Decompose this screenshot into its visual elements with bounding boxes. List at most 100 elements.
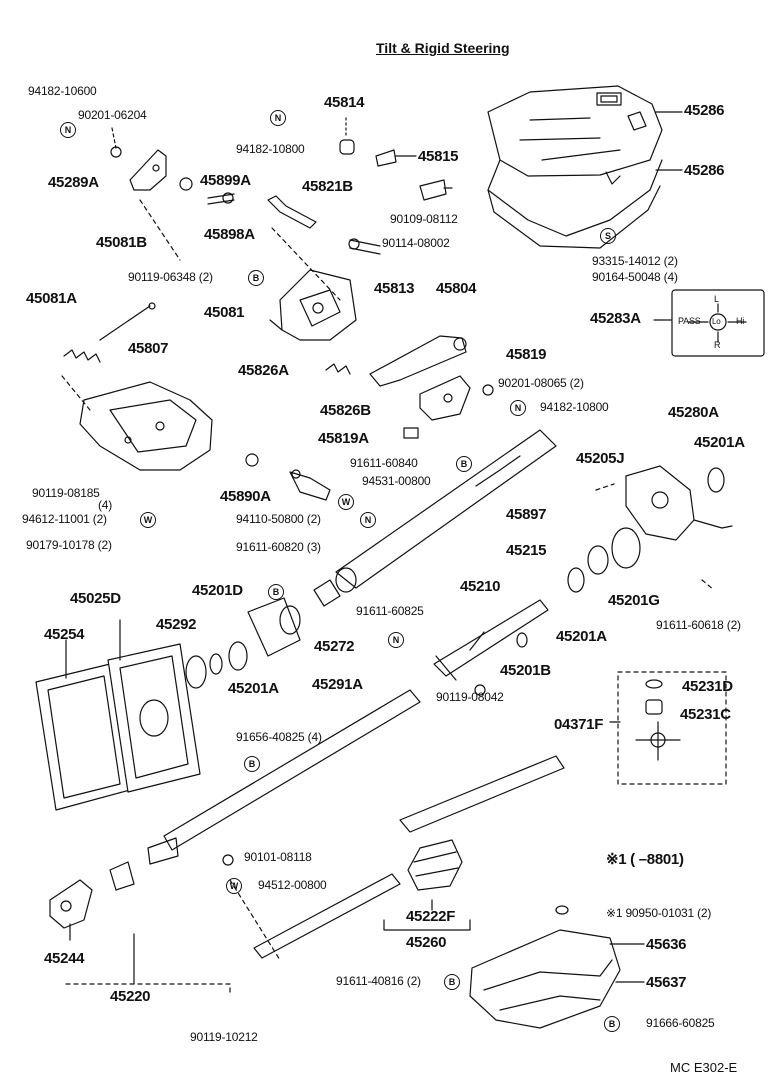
switch-hi-label: Hi <box>736 316 745 326</box>
label-45819: 45819 <box>506 346 547 363</box>
label-45807: 45807 <box>128 340 169 357</box>
label-91611-60820: 91611-60820 (3) <box>236 540 321 554</box>
label-45899A: 45899A <box>200 172 251 189</box>
label-45081A: 45081A <box>26 290 77 307</box>
label-04371F: 04371F <box>554 716 604 733</box>
label-45283A: 45283A <box>590 310 641 327</box>
switch-lo-label: Lo <box>712 317 721 326</box>
label-90119-08185: 90119-08185 <box>32 486 100 500</box>
label-45215: 45215 <box>506 542 547 559</box>
label-94182-10800-b: 94182-10800 <box>540 400 609 414</box>
label-45813: 45813 <box>374 280 415 297</box>
label-91611-60618: 91611-60618 (2) <box>656 618 741 632</box>
label-45201A-low: 45201A <box>228 680 279 697</box>
bolt-90114-08002 <box>348 238 381 255</box>
bushing-45814 <box>339 139 355 155</box>
label-45897: 45897 <box>506 506 547 523</box>
fitting-45231D <box>645 679 663 689</box>
diagram-code: MC E302-E <box>670 1060 738 1075</box>
label-45819A: 45819A <box>318 430 369 447</box>
label-90179-10178: 90179-10178 (2) <box>26 538 112 552</box>
link-45815 <box>375 149 397 167</box>
label-94182-10800: 94182-10800 <box>236 142 305 156</box>
badge-s: S <box>600 228 616 244</box>
switch-l-label: L <box>714 294 719 304</box>
label-45286-lower: 45286 <box>684 162 725 179</box>
main-shaft-45220 <box>163 689 421 851</box>
badge-w: W <box>338 494 354 510</box>
column-cover-upper <box>487 85 663 249</box>
column-cover-lower <box>469 929 621 1029</box>
label-45254: 45254 <box>44 626 85 643</box>
clip-45272 <box>313 579 341 607</box>
label-91611-60840: 91611-60840 <box>350 456 418 470</box>
lock-housing-45280A <box>625 465 733 541</box>
badge-n: N <box>510 400 526 416</box>
leader-45286 <box>655 111 683 171</box>
boot-45222F <box>407 839 463 891</box>
label-45289A: 45289A <box>48 174 99 191</box>
shaft-45260 <box>253 755 565 959</box>
bracket-45821B <box>267 195 317 229</box>
label-90109-08112: 90109-08112 <box>390 212 458 226</box>
bearing-45201A-mid <box>567 567 585 593</box>
spider-04371F <box>635 721 681 761</box>
column-housing-45807 <box>79 381 213 471</box>
spring-45201G <box>611 527 641 569</box>
label-45201A-mid: 45201A <box>556 628 607 645</box>
label-45636: 45636 <box>646 936 687 953</box>
dimmer-switch-panel <box>671 289 765 357</box>
label-93315-14012: 93315-14012 (2) <box>592 254 678 268</box>
label-45890A: 45890A <box>220 488 271 505</box>
label-90119-08042: 90119-08042 <box>436 690 504 704</box>
fitting-45231C <box>645 699 663 715</box>
badge-b: B <box>444 974 460 990</box>
label-90201-06204: 90201-06204 <box>78 108 147 122</box>
note-range: ※1 ( –8801) <box>606 851 684 868</box>
boot-45025D <box>107 643 201 793</box>
clip-45289A <box>129 149 167 191</box>
badge-w: W <box>226 878 242 894</box>
label-90201-08065: 90201-08065 (2) <box>498 376 584 390</box>
label-45286-upper: 45286 <box>684 102 725 119</box>
label-45292: 45292 <box>156 616 197 633</box>
pawl-45819 <box>419 375 471 421</box>
label-45814: 45814 <box>324 94 365 111</box>
label-45280A: 45280A <box>668 404 719 421</box>
leader-lower-cover <box>609 943 645 983</box>
bearing-45201A-low <box>228 641 248 671</box>
label-45826A: 45826A <box>238 362 289 379</box>
label-45260: 45260 <box>406 934 447 951</box>
yoke-piece <box>109 861 135 891</box>
label-91666-60825: 91666-60825 <box>646 1016 715 1030</box>
label-45898A: 45898A <box>204 226 255 243</box>
yoke-end <box>147 837 179 865</box>
label-94182-10600: 94182-10600 <box>28 84 97 98</box>
label-45220: 45220 <box>110 988 151 1005</box>
label-45231C: 45231C <box>680 706 731 723</box>
column-tube-45205J <box>335 429 557 593</box>
badge-n: N <box>360 512 376 528</box>
collar-45819A <box>403 427 419 439</box>
badge-b: B <box>268 584 284 600</box>
badge-n: N <box>388 632 404 648</box>
plug-90950-01031 <box>555 905 569 915</box>
label-45821B: 45821B <box>302 178 353 195</box>
label-94110-50800: 94110-50800 (2) <box>236 512 321 526</box>
label-45205J: 45205J <box>576 450 625 467</box>
label-91611-40816: 91611-40816 (2) <box>336 974 421 988</box>
label-45272: 45272 <box>314 638 355 655</box>
label-45025D: 45025D <box>70 590 121 607</box>
note-part: ※1 90950-01031 (2) <box>606 906 712 920</box>
lever-45890A <box>289 469 331 501</box>
badge-b: B <box>244 756 260 772</box>
badge-b: B <box>248 270 264 286</box>
label-45081: 45081 <box>204 304 245 321</box>
badge-n: N <box>270 110 286 126</box>
nut-45899A <box>179 177 193 191</box>
label-91656-40825: 91656-40825 (4) <box>236 730 322 744</box>
bearing-45201A-top <box>707 467 725 493</box>
switch-pass-label: PASS <box>678 316 701 326</box>
bolt-45898A <box>207 192 235 205</box>
